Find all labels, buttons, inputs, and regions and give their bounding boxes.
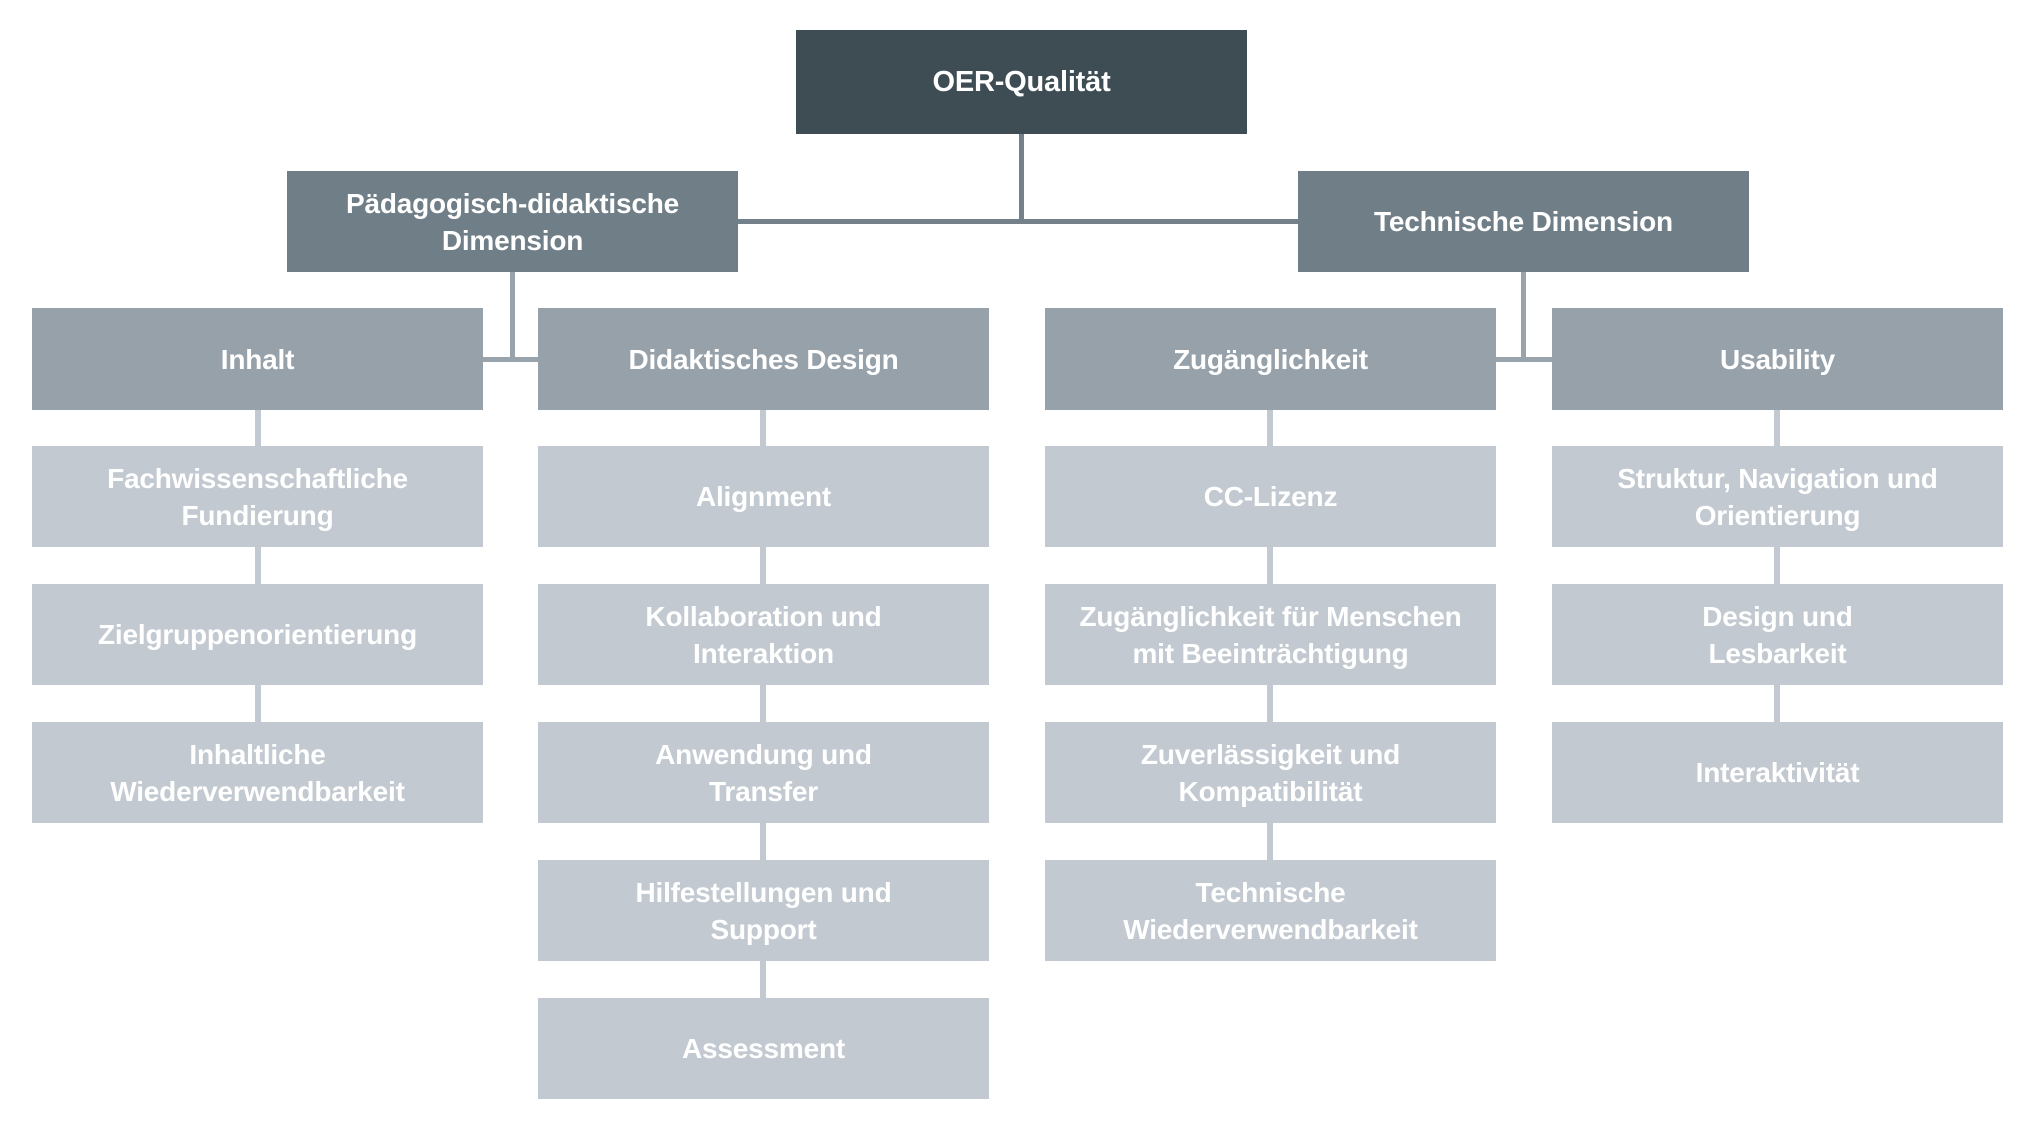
item-node-technische-wiederverwendbarkeit: Technische Wiederverwendbarkeit (1045, 860, 1496, 961)
item-node-alignment: Alignment (538, 446, 989, 547)
item-node-struktur-navigation-orientierung: Struktur, Navigation und Orientierung (1552, 446, 2003, 547)
connector-root-horizontal (738, 219, 1298, 224)
dimension-node-paedagogisch-didaktisch: Pädagogisch-didaktische Dimension (287, 171, 738, 272)
item-node-fachwissenschaftliche-fundierung: Fachwissenschaftliche Fundierung (32, 446, 483, 547)
category-node-didaktisches-design: Didaktisches Design (538, 308, 989, 410)
connector-item-line (1267, 410, 1273, 446)
item-node-interaktivitaet: Interaktivität (1552, 722, 2003, 823)
connector-item-line (1267, 685, 1273, 722)
item-node-assessment: Assessment (538, 998, 989, 1099)
connector-paedagogisch-vertical (510, 272, 515, 358)
connector-item-line (760, 410, 766, 446)
item-node-hilfestellungen-support: Hilfestellungen und Support (538, 860, 989, 961)
connector-item-line (760, 961, 766, 998)
connector-item-line (1267, 547, 1273, 584)
category-node-inhalt: Inhalt (32, 308, 483, 410)
connector-item-line (255, 685, 261, 722)
connector-item-line (760, 547, 766, 584)
connector-item-line (1774, 410, 1780, 446)
item-node-zuverlaessigkeit-kompatibilitaet: Zuverlässigkeit und Kompatibilität (1045, 722, 1496, 823)
connector-item-line (255, 410, 261, 446)
item-node-cc-lizenz: CC-Lizenz (1045, 446, 1496, 547)
item-node-zugaenglichkeit-menschen-beeintraechtigung: Zugänglichkeit für Menschen mit Beeinträ… (1045, 584, 1496, 685)
connector-paedagogisch-horizontal (483, 357, 538, 362)
category-node-usability: Usability (1552, 308, 2003, 410)
category-node-zugaenglichkeit: Zugänglichkeit (1045, 308, 1496, 410)
connector-technisch-vertical (1521, 272, 1526, 358)
connector-root-vertical (1019, 134, 1024, 220)
connector-technisch-horizontal (1496, 357, 1552, 362)
connector-item-line (255, 547, 261, 584)
item-node-design-lesbarkeit: Design und Lesbarkeit (1552, 584, 2003, 685)
connector-item-line (1774, 547, 1780, 584)
connector-item-line (1267, 823, 1273, 860)
connector-item-line (760, 685, 766, 722)
connector-item-line (760, 823, 766, 860)
item-node-inhaltliche-wiederverwendbarkeit: Inhaltliche Wiederverwendbarkeit (32, 722, 483, 823)
dimension-node-technisch: Technische Dimension (1298, 171, 1749, 272)
root-node-oer-qualitaet: OER-Qualität (796, 30, 1247, 134)
item-node-kollaboration-interaktion: Kollaboration und Interaktion (538, 584, 989, 685)
connector-item-line (1774, 685, 1780, 722)
item-node-zielgruppenorientierung: Zielgruppenorientierung (32, 584, 483, 685)
item-node-anwendung-transfer: Anwendung und Transfer (538, 722, 989, 823)
